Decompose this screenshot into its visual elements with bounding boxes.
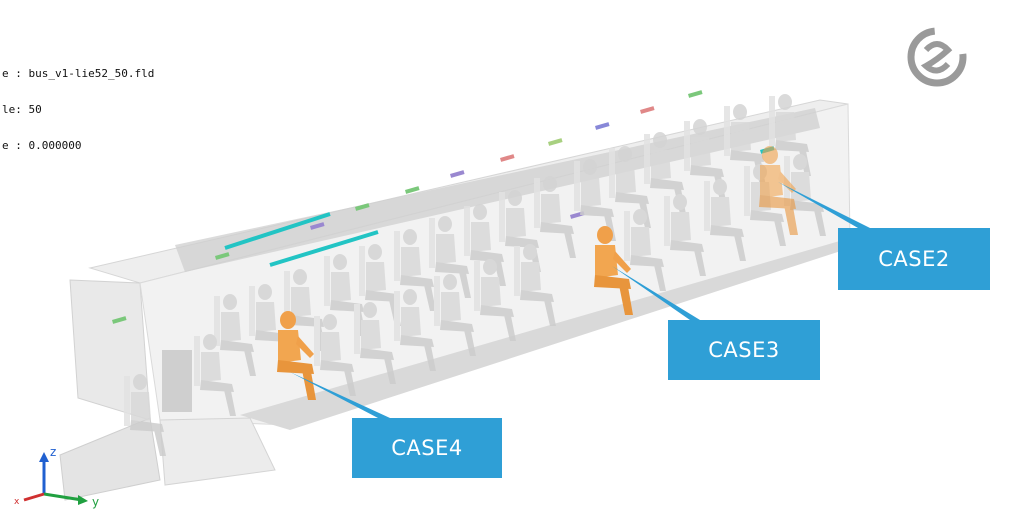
axis-y-label: y <box>92 495 99 509</box>
vent-cyan-2 <box>269 230 379 267</box>
axis-z-label: z <box>50 445 56 459</box>
bus-front-block <box>59 417 161 501</box>
axis-triad: z y x <box>14 445 99 509</box>
callout-case3: CASE3 <box>668 320 820 380</box>
callout-pointer-case3 <box>612 266 700 320</box>
vent-dots <box>111 90 775 324</box>
file-info-line-value: e : 0.000000 <box>2 139 82 152</box>
driver-seat <box>162 350 192 412</box>
callout-pointer-case2 <box>778 182 870 228</box>
ceiling-strip <box>175 108 820 272</box>
axis-x-label: x <box>14 497 20 507</box>
file-info: e : bus_v1-lie52_50.fld le: 50 e : 0.000… <box>2 44 154 164</box>
swirl-logo-icon <box>907 27 967 87</box>
file-info-line-filename: e : bus_v1-lie52_50.fld <box>2 67 155 80</box>
callout-case2: CASE2 <box>838 228 990 290</box>
vent-cyan-1 <box>224 212 331 250</box>
bus-front-step <box>159 417 276 486</box>
callout-case4: CASE4 <box>352 418 502 478</box>
callout-pointer-case4 <box>290 372 390 418</box>
file-info-line-scale: le: 50 <box>2 103 42 116</box>
